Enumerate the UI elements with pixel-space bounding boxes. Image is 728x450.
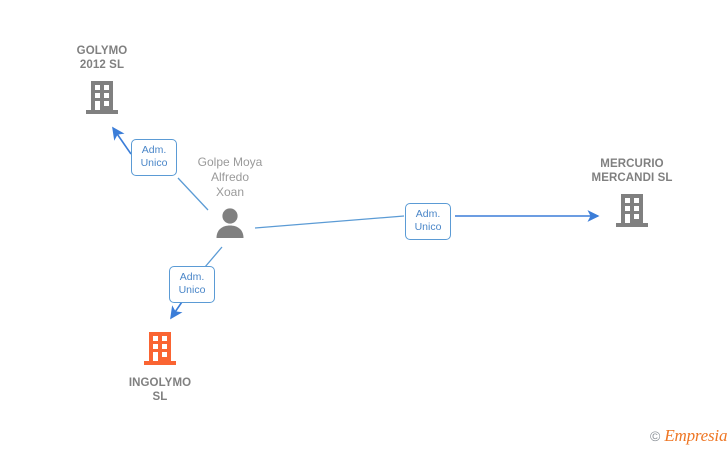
node-mercurio[interactable]: MERCURIO MERCANDI SL bbox=[552, 157, 712, 229]
watermark-empresia: © Empresia bbox=[650, 426, 727, 446]
node-ingolymo[interactable]: INGOLYMO SL bbox=[80, 329, 240, 404]
node-golymo[interactable]: GOLYMO 2012 SL bbox=[22, 44, 182, 116]
node-mercurio-label: MERCURIO MERCANDI SL bbox=[591, 158, 673, 184]
node-person[interactable]: Golpe Moya Alfredo Xoan bbox=[150, 155, 310, 239]
building-icon bbox=[85, 78, 119, 116]
brand-name: Empresia bbox=[664, 426, 728, 445]
copyright-icon: © bbox=[650, 428, 661, 444]
edge-arrow-golymo bbox=[112, 126, 132, 155]
edge-label-ingolymo[interactable]: Adm. Unico bbox=[169, 266, 215, 303]
node-person-label: Golpe Moya Alfredo Xoan bbox=[197, 155, 263, 199]
person-icon bbox=[213, 207, 247, 239]
edge-label-mercurio[interactable]: Adm. Unico bbox=[405, 203, 451, 240]
building-icon bbox=[143, 329, 177, 367]
node-ingolymo-label: INGOLYMO SL bbox=[128, 377, 192, 403]
node-golymo-label: GOLYMO 2012 SL bbox=[76, 45, 128, 71]
edge-line-ingolymo bbox=[204, 246, 223, 268]
building-icon bbox=[615, 191, 649, 229]
edge-label-golymo[interactable]: Adm. Unico bbox=[131, 139, 177, 176]
